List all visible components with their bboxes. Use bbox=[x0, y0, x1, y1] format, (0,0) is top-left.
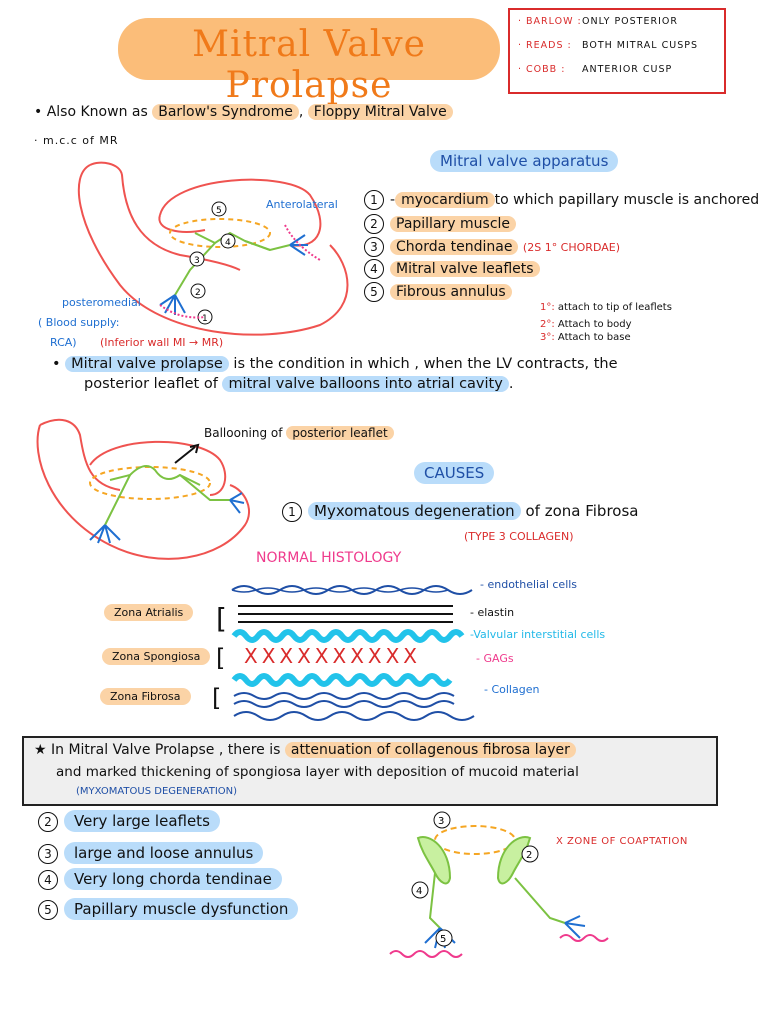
note-line-3: (MYXOMATOUS DEGENERATION) bbox=[76, 786, 238, 797]
diagram3-num: 2 bbox=[526, 850, 532, 861]
aka-line: • Also Known as Barlow's Syndrome, Flopp… bbox=[34, 104, 453, 120]
gag-marks: XXXXXXXXXX bbox=[244, 644, 422, 668]
label-gags: - GAGs bbox=[476, 652, 514, 665]
apparatus-heading: Mitral valve apparatus bbox=[430, 150, 619, 172]
ballooning-label: Ballooning of posterior leaflet bbox=[204, 426, 394, 440]
eponym-row: · READS :BOTH MITRAL CUSPS bbox=[518, 40, 698, 51]
page-title: Mitral Valve Prolapse bbox=[192, 24, 426, 106]
label-collagen: - Collagen bbox=[484, 683, 540, 696]
zone-spongiosa: Zona Spongiosa bbox=[102, 648, 211, 665]
coaptation-label: X ZONE OF COAPTATION bbox=[556, 836, 688, 847]
note-line-1: ★ In Mitral Valve Prolapse , there is at… bbox=[34, 742, 576, 758]
eponyms-box: · BARLOW :ONLY POSTERIOR · READS :BOTH M… bbox=[508, 8, 726, 94]
label-anterolateral: Anterolateral bbox=[266, 198, 338, 211]
histology-heading: NORMAL HISTOLOGY bbox=[256, 550, 402, 566]
cause-1-note: (TYPE 3 COLLAGEN) bbox=[464, 530, 574, 543]
star-icon: ★ bbox=[34, 742, 47, 758]
bracket: [ bbox=[216, 602, 227, 635]
causes-heading: CAUSES bbox=[414, 462, 495, 484]
label-inferior-mi: (Inferior wall MI → MR) bbox=[100, 336, 224, 349]
heart-diagram-1: 5 4 3 2 1 bbox=[77, 161, 349, 336]
svg-text:4: 4 bbox=[225, 238, 231, 248]
bracket: [ bbox=[212, 684, 222, 712]
label-rca: RCA) bbox=[50, 336, 77, 349]
chordae-notes: 1°: attach to tip of leaflets 2°: Attach… bbox=[540, 302, 672, 343]
label-blood-supply: ( Blood supply: bbox=[38, 316, 120, 329]
label-elastin: - elastin bbox=[470, 606, 515, 619]
mcc-line: · m.c.c of MR bbox=[34, 134, 119, 147]
svg-text:2: 2 bbox=[195, 288, 201, 298]
eponym-row: · BARLOW :ONLY POSTERIOR bbox=[518, 16, 678, 27]
definition-line-1: • Mitral valve prolapse is the condition… bbox=[52, 356, 618, 372]
valve-diagram-3: 3 2 4 5 bbox=[389, 811, 609, 958]
eponym-row: · COBB :ANTERIOR CUSP bbox=[518, 64, 673, 75]
bracket: [ bbox=[216, 644, 226, 672]
histology-layers bbox=[231, 585, 475, 721]
note-line-2: and marked thickening of spongiosa layer… bbox=[56, 764, 579, 780]
zone-fibrosa: Zona Fibrosa bbox=[100, 688, 191, 705]
definition-line-2: posterior leaflet of mitral valve balloo… bbox=[84, 376, 514, 392]
diagram3-num: 5 bbox=[440, 934, 446, 945]
svg-text:3: 3 bbox=[194, 256, 200, 266]
label-vic: -Valvular interstitial cells bbox=[470, 628, 606, 641]
title-highlight bbox=[118, 18, 500, 80]
heart-diagram-2 bbox=[36, 418, 250, 560]
zone-atrialis: Zona Atrialis bbox=[104, 604, 194, 621]
label-posteromedial: posteromedial bbox=[62, 296, 141, 309]
label-endothelial: - endothelial cells bbox=[480, 578, 578, 591]
diagram3-num: 4 bbox=[416, 886, 422, 897]
diagram3-num: 3 bbox=[438, 816, 444, 827]
svg-text:5: 5 bbox=[216, 206, 222, 216]
svg-text:1: 1 bbox=[202, 314, 208, 324]
